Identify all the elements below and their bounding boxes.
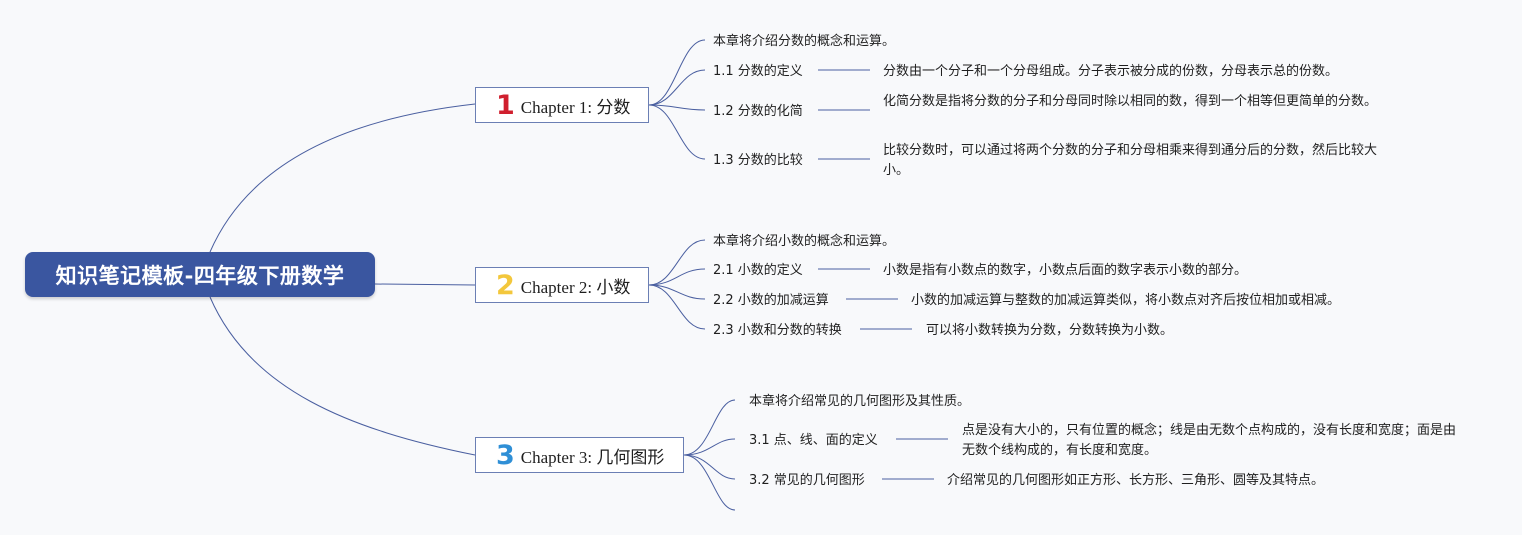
topic-2-1-desc[interactable]: 小数是指有小数点的数字，小数点后面的数字表示小数的部分。 [883,263,1248,278]
topic-3-1-desc[interactable]: 点是没有大小的，只有位置的概念；线是由无数个点构成的，没有长度和宽度；面是由无数… [962,423,1457,458]
topic-2-1[interactable]: 2.1 小数的定义 [713,263,803,278]
chapter-3-intro[interactable]: 本章将介绍常见的几何图形及其性质。 [749,394,971,409]
topic-2-2-desc[interactable]: 小数的加减运算与整数的加减运算类似，将小数点对齐后按位相加或相减。 [911,293,1341,308]
topic-1-2[interactable]: 1.2 分数的化简 [713,104,803,119]
chapter-2-to-topic-2-1-line [648,268,706,286]
chapter-3-to-intro-line [683,399,736,456]
topic-1-1-desc[interactable]: 分数由一个分子和一个分母组成。分子表示被分成的份数，分母表示总的份数。 [883,64,1339,79]
chapter-3-label: Chapter 3: 几何图形 [520,447,665,467]
root-topic-label: 知识笔记模板-四年级下册数学 [55,263,345,288]
topic-3-2[interactable]: 3.2 常见的几何图形 [749,473,865,488]
number-3-icon: 3 [496,439,515,471]
chapter-1-to-topic-1-2-line [648,104,706,111]
topic-2-3[interactable]: 2.3 小数和分数的转换 [713,323,842,338]
root-to-chapter-2-line [374,283,476,286]
topic-1-1[interactable]: 1.1 分数的定义 [713,64,803,79]
topic-1-3-desc[interactable]: 比较分数时，可以通过将两个分数的分子和分母相乘来得到通分后的分数，然后比较大小。 [883,143,1378,178]
chapter-2-to-topic-2-2-line [648,284,706,300]
root-topic[interactable]: 知识笔记模板-四年级下册数学 [25,252,375,297]
topic-2-2[interactable]: 2.2 小数的加减运算 [713,293,829,308]
root-to-chapter-3-line [209,296,476,456]
chapter-1-to-topic-1-1-line [648,69,706,106]
number-1-icon: 1 [496,89,515,121]
topic-1-3[interactable]: 1.3 分数的比较 [713,153,803,168]
chapter-3-to-topic-3-1-line [683,438,736,456]
root-to-chapter-1-line [209,103,476,253]
chapter-3-to-end-line [683,454,736,511]
number-2-icon: 2 [496,269,515,301]
chapter-3-node[interactable]: 3 Chapter 3: 几何图形 [475,437,684,473]
chapter-2-to-intro-line [648,239,706,286]
topic-2-3-desc[interactable]: 可以将小数转换为分数，分数转换为小数。 [926,323,1174,338]
chapter-1-label: Chapter 1: 分数 [520,97,631,117]
topic-3-1[interactable]: 3.1 点、线、面的定义 [749,433,878,448]
topic-1-2-desc[interactable]: 化简分数是指将分数的分子和分母同时除以相同的数，得到一个相等但更简单的分数。 [883,94,1378,109]
chapter-2-label: Chapter 2: 小数 [520,277,631,297]
chapter-2-to-topic-2-3-line [648,284,706,330]
chapter-2-node[interactable]: 2 Chapter 2: 小数 [475,267,649,303]
chapter-1-node[interactable]: 1 Chapter 1: 分数 [475,87,649,123]
chapter-3-to-topic-3-2-line [683,454,736,480]
chapter-1-intro[interactable]: 本章将介绍分数的概念和运算。 [713,34,896,49]
topic-3-2-desc[interactable]: 介绍常见的几何图形如正方形、长方形、三角形、圆等及其特点。 [947,473,1325,488]
chapter-1-to-topic-1-3-line [648,104,706,160]
chapter-2-intro[interactable]: 本章将介绍小数的概念和运算。 [713,234,896,249]
chapter-1-to-intro-line [648,39,706,106]
